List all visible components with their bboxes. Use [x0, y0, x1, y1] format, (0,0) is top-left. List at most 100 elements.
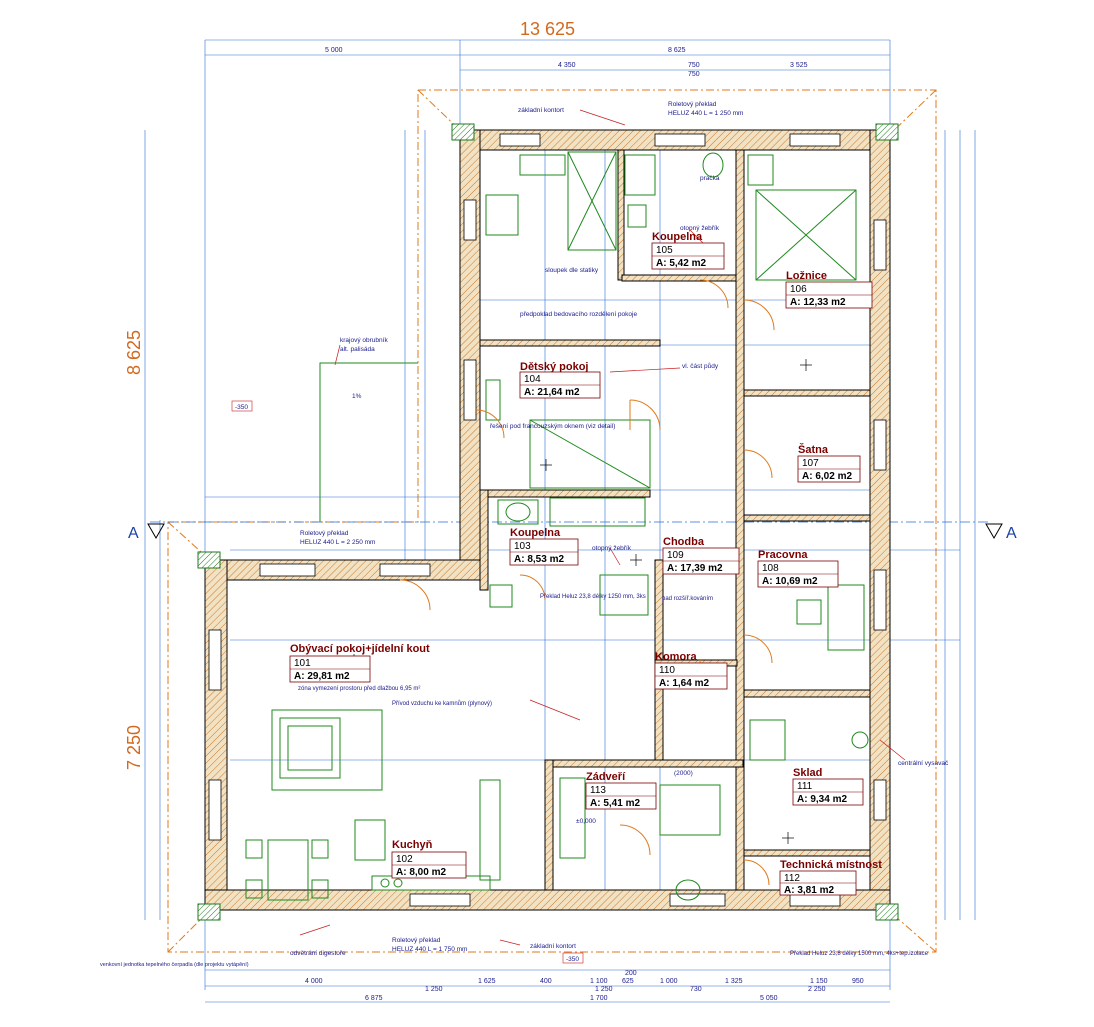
room-label-106: Ložnice 106 A: 12,33 m2 [785, 270, 873, 309]
room-label-109: Chodba 109 A: 17,39 m2 [662, 536, 740, 575]
room-name: Kuchyň [392, 839, 433, 851]
overall-depth-dim: 8 625 [124, 330, 144, 375]
room-name: Technická místnost [780, 859, 882, 871]
note-zona: zóna vymezení prostoru před dlažbou 6,95… [298, 686, 420, 692]
room-number: 108 [762, 563, 779, 574]
bottom-dim-8: 1 150 [810, 978, 828, 985]
top-dim-2: 8 625 [668, 47, 686, 54]
room-label-110: Komora 110 A: 1,64 m2 [654, 651, 728, 690]
room-area: A: 8,53 m2 [514, 554, 564, 565]
level-tag-bottom: -350 [562, 952, 584, 964]
bottom-dim-17: 200 [625, 970, 637, 977]
room-number: 101 [294, 658, 311, 669]
room-number: 105 [656, 245, 673, 256]
bottom-dim-12: 730 [690, 986, 702, 993]
room-number: 109 [667, 550, 684, 561]
note-roletovy-top: Roletový překlad [668, 101, 717, 108]
note-heluz-top: HELUZ 440 L = 1 250 mm [668, 110, 743, 117]
room-area: A: 21,64 m2 [524, 387, 580, 398]
note-prisun: Přívod vzduchu ke kamnům (plynový) [392, 700, 492, 707]
room-area: A: 10,69 m2 [762, 576, 818, 587]
room-label-112: Technická místnost 112 A: 3,81 m2 [779, 859, 882, 896]
section-mark-left: A [128, 523, 165, 542]
overall-width-dim: 13 625 [520, 19, 575, 39]
note-reseni: řešení pod francouzským oknem (viz detai… [490, 423, 615, 430]
section-mark-right-label: A [1006, 525, 1017, 542]
furniture [245, 151, 869, 901]
room-label-113: Zádveří 113 A: 5,41 m2 [585, 771, 657, 810]
room-label-108: Pracovna 108 A: 10,69 m2 [757, 549, 839, 588]
note-roletovy-mid: Roletový překlad [300, 530, 349, 537]
note-centralni: centrální vysavač [898, 760, 949, 767]
room-label-107: Šatna 107 A: 6,02 m2 [797, 443, 861, 483]
bottom-dim-4: 1 100 [590, 978, 608, 985]
note-vlastni: vl. část půdy [682, 362, 719, 370]
room-number: 112 [784, 873, 800, 884]
level-text: -350 [235, 404, 248, 411]
top-dim-1: 5 000 [325, 47, 343, 54]
note-krajovy: krajový obrubník [340, 337, 388, 344]
note-slope: 1% [352, 393, 362, 400]
room-label-103: Koupelna 103 A: 8,53 m2 [509, 527, 579, 566]
room-number: 110 [659, 665, 675, 676]
corner-blocks [197, 123, 899, 921]
room-area: A: 9,34 m2 [797, 794, 847, 805]
note-predpoklad: předpoklad bedovacího rozdělení pokoje [520, 311, 637, 318]
room-name: Koupelna [510, 527, 561, 539]
room-number: 106 [790, 284, 807, 295]
room-area: A: 5,42 m2 [656, 258, 706, 269]
note-roletovy-bottom: Roletový překlad [392, 937, 441, 944]
room-area: A: 5,41 m2 [590, 798, 640, 809]
section-mark-right: A [985, 523, 1017, 542]
room-label-105: Koupelna 105 A: 5,42 m2 [651, 231, 725, 270]
terrace [319, 362, 418, 522]
room-number: 111 [797, 781, 813, 792]
room-area: A: 17,39 m2 [667, 563, 723, 574]
note-preklad1: Překlad Heluz 23,8 délky 1250 mm, 3ks [540, 594, 646, 600]
note-preklad2: Překlad Heluz 23,8 délky 1500 mm, 4ks+te… [790, 951, 929, 957]
top-dim-4: 750 [688, 62, 700, 69]
bottom-dim-13: 2 250 [808, 986, 826, 993]
section-mark-left-label: A [128, 525, 139, 542]
bottom-dim-6: 1 000 [660, 978, 678, 985]
bottom-dim-9: 950 [852, 978, 864, 985]
room-name: Zádveří [586, 771, 626, 783]
room-number: 113 [590, 785, 606, 796]
note-heluz-bottom: HELUZ 440 L = 1 750 mm [392, 946, 467, 953]
note-pad: pad rozšíř.kováním [662, 596, 713, 602]
room-area: A: 1,64 m2 [659, 678, 709, 689]
top-dim-6: 750 [688, 71, 700, 78]
bottom-dim-10: 1 250 [425, 986, 443, 993]
level-tag-terrace: -350 [231, 400, 253, 412]
room-number: 103 [514, 541, 531, 552]
room-number: 104 [524, 374, 541, 385]
note-zakladni-top: základní kontort [518, 107, 564, 114]
bottom-dim-14: 6 875 [365, 995, 383, 1002]
room-number: 102 [396, 854, 413, 865]
note-pracka: pračka [700, 175, 720, 182]
room-label-104: Dětský pokoj 104 A: 21,64 m2 [519, 361, 601, 399]
room-area: A: 6,02 m2 [802, 471, 852, 482]
room-name: Komora [655, 651, 697, 663]
overall-depth-dim-lower: 7 250 [124, 725, 144, 770]
room-number: 107 [802, 458, 819, 469]
room-name: Pracovna [758, 549, 808, 561]
top-dim-5: 3 525 [790, 62, 808, 69]
level-text: -350 [566, 956, 579, 963]
windows [208, 133, 887, 907]
room-name: Chodba [663, 536, 705, 548]
note-venkovni: venkovní jednotka tepelného čerpadla (dl… [100, 962, 249, 968]
room-label-102: Kuchyň 102 A: 8,00 m2 [391, 839, 467, 879]
room-name: Ložnice [786, 270, 827, 282]
note-two-thousand: (2000) [674, 770, 693, 777]
room-name: Sklad [793, 767, 822, 779]
top-dim-3: 4 350 [558, 62, 576, 69]
doors [399, 279, 775, 886]
bottom-dim-1: 4 000 [305, 978, 323, 985]
room-area: A: 29,81 m2 [294, 671, 350, 682]
bottom-dim-11: 1 250 [595, 986, 613, 993]
room-label-101: Obývací pokoj+jídelní kout 101 A: 29,81 … [289, 643, 430, 683]
bottom-dim-3: 400 [540, 978, 552, 985]
leaders [299, 109, 906, 946]
